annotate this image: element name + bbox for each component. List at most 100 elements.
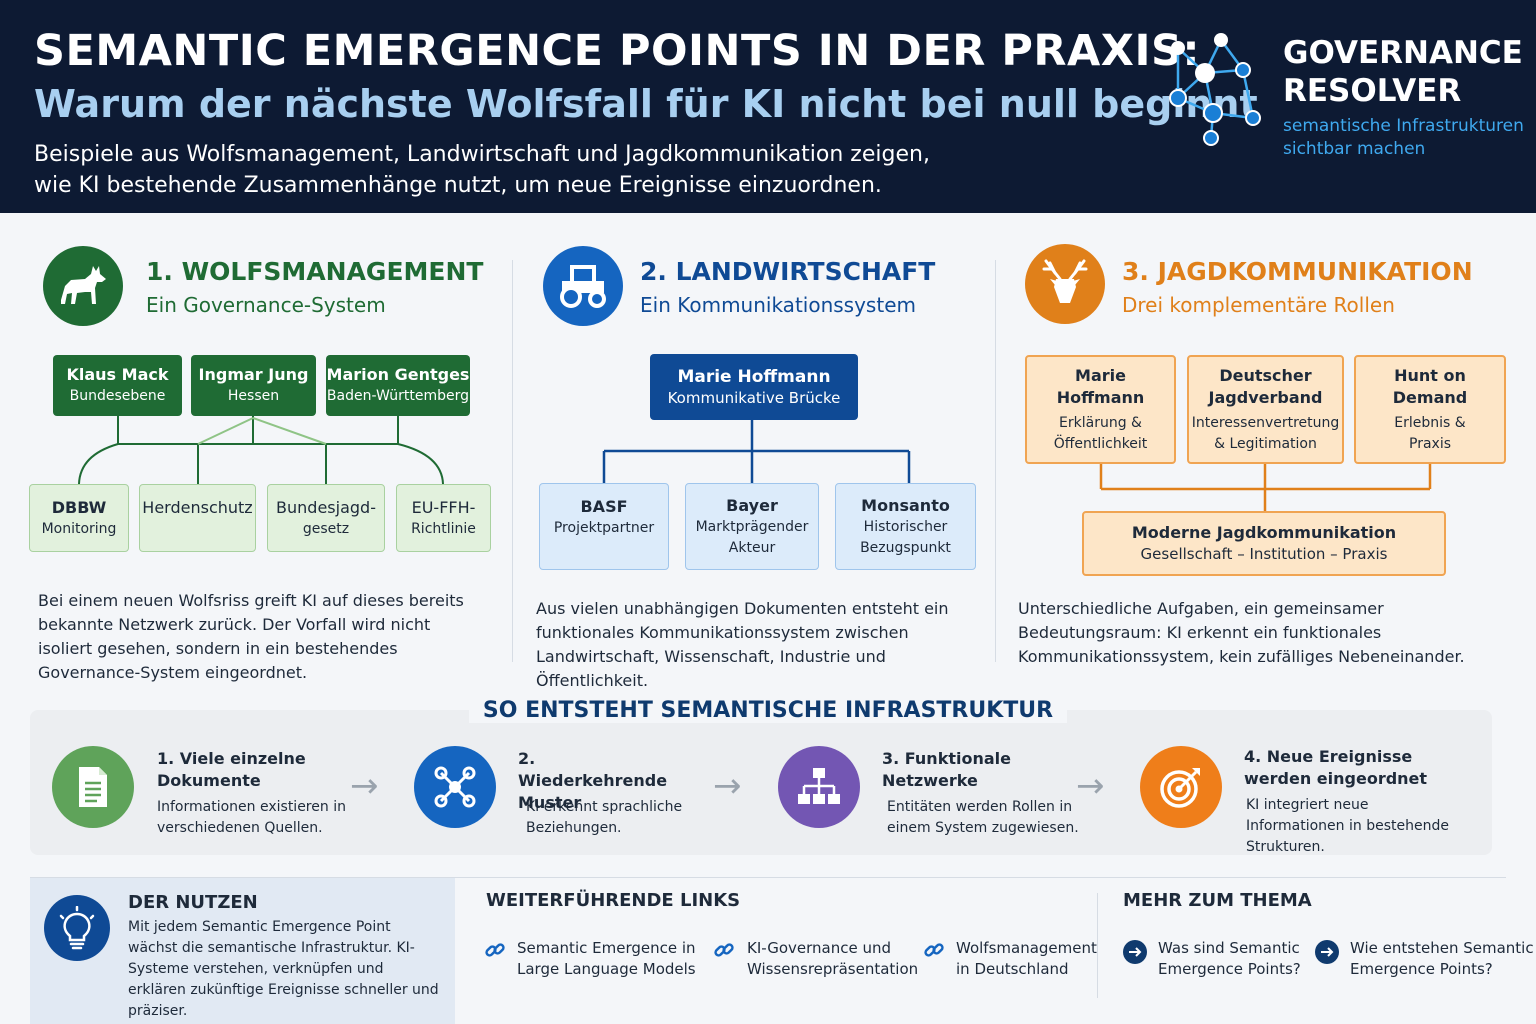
person-box: Marie Hoffmann Kommunikative Brücke: [650, 354, 858, 420]
entity-box: Herdenschutz: [139, 484, 256, 552]
entity-role: Monitoring: [41, 520, 117, 537]
person-role: Baden-Württemberg: [326, 388, 470, 404]
section-subtitle-hunt: Drei komplementäre Rollen: [1122, 293, 1395, 317]
entity-name: DBBW: [51, 497, 107, 517]
step-title: 3. Funktionale Netzwerke: [882, 749, 1011, 790]
entity-box: BASF Projektpartner: [539, 483, 669, 570]
role-box: Marie Hoffmann Erklärung & Öffentlichkei…: [1025, 355, 1176, 464]
person-box: Marion Gentges Baden-Württemberg: [326, 355, 470, 416]
column-divider: [512, 260, 513, 662]
deer-icon: [1025, 244, 1105, 324]
step-description: KI integriert neue Informationen in best…: [1246, 797, 1449, 855]
link-line: Wolfsmanagement: [956, 939, 1097, 957]
link-line: Wissensrepräsentation: [747, 960, 919, 978]
person-name: Marion Gentges: [326, 365, 470, 384]
arrow-right-icon: →: [1076, 766, 1105, 806]
role-description: Interessenvertretung & Legitimation: [1191, 414, 1340, 452]
link-ki-governance[interactable]: KI-Governance und Wissensrepräsentation: [747, 938, 918, 980]
brand-tag-line-1: semantische Infrastrukturen: [1283, 116, 1524, 136]
bottom-column-divider: [1097, 893, 1098, 998]
step-title: 1. Viele einzelne Dokumente: [157, 749, 306, 790]
section-text-farm: Aus vielen unabhängigen Dokumenten entst…: [536, 599, 949, 690]
role-description: Erklärung & Öffentlichkeit: [1053, 414, 1148, 452]
role-box: Hunt on Demand Erlebnis & Praxis: [1354, 355, 1506, 464]
benefit-text: Mit jedem Semantic Emergence Point wächs…: [128, 919, 439, 1019]
role-box: Deutscher Jagdverband Interessenvertretu…: [1187, 355, 1344, 464]
step-title: 2. Wiederkehrende Muster: [518, 749, 668, 812]
link-icon: [485, 943, 505, 957]
arrow-right-icon: →: [713, 766, 742, 806]
document-icon: [52, 746, 134, 828]
person-box: Klaus Mack Bundesebene: [53, 355, 182, 416]
process-title-text: SO ENTSTEHT SEMANTISCHE INFRASTRUKTUR: [468, 698, 1068, 723]
link-semantic-emergence[interactable]: Semantic Emergence in Large Language Mod…: [517, 938, 696, 980]
role-description: Erlebnis & Praxis: [1394, 414, 1466, 452]
section-subtitle-wolf: Ein Governance-System: [146, 293, 386, 317]
brand-tag-line-2: sichtbar machen: [1283, 139, 1426, 159]
brand-name: GOVERNANCE RESOLVER: [1283, 34, 1523, 110]
step-title: 4. Neue Ereignisse werden eingeordnet: [1244, 747, 1428, 788]
entity-role: gesetz: [302, 520, 350, 537]
column-divider: [995, 260, 996, 662]
role-name: Marie Hoffmann: [1056, 365, 1145, 407]
section-title-wolf: 1. WOLFSMANAGEMENT: [146, 257, 484, 286]
network-icon: [414, 746, 496, 828]
entity-name: Monsanto: [861, 495, 950, 515]
more-link-line: Wie entstehen Semantic: [1350, 939, 1534, 957]
brand-tagline: semantische Infrastrukturen sichtbar mac…: [1283, 115, 1533, 161]
process-title: SO ENTSTEHT SEMANTISCHE INFRASTRUKTUR: [0, 698, 1536, 723]
entity-box: Bayer Marktprägender Akteur: [685, 483, 819, 570]
entity-box: Bundesjagd- gesetz: [267, 484, 385, 552]
entity-name: Herdenschutz: [142, 498, 253, 517]
link-icon: [924, 943, 944, 957]
step-description: KI erkennt sprachliche Beziehungen.: [526, 799, 683, 836]
more-link-line: Emergence Points?: [1350, 960, 1493, 978]
entity-name: Bayer: [726, 495, 778, 515]
result-name: Moderne Jagdkommunikation: [1131, 523, 1397, 542]
more-link-line: Emergence Points?: [1158, 960, 1301, 978]
entity-box: EU-FFH- Richtlinie: [396, 484, 491, 552]
arrow-circle-icon: [1315, 940, 1339, 964]
description-line-1: Beispiele aus Wolfsmanagement, Landwirts…: [34, 142, 930, 167]
bottom-divider: [30, 877, 1506, 878]
link-wolfsmanagement[interactable]: Wolfsmanagement in Deutschland: [956, 938, 1097, 980]
arrow-circle-icon: [1123, 940, 1147, 964]
entity-role: Marktprägender Akteur: [695, 518, 809, 556]
section-title-hunt: 3. JAGDKOMMUNIKATION: [1122, 257, 1473, 286]
section-subtitle-farm: Ein Kommunikationssystem: [640, 293, 916, 317]
entity-box: DBBW Monitoring: [29, 484, 129, 552]
result-description: Gesellschaft – Institution – Praxis: [1140, 545, 1388, 563]
step-description: Entitäten werden Rollen in einem System …: [887, 799, 1079, 836]
person-role: Kommunikative Brücke: [667, 388, 841, 407]
person-name: Klaus Mack: [66, 365, 169, 384]
role-name: Hunt on Demand: [1392, 365, 1468, 407]
entity-name: Bundesjagd-: [276, 497, 376, 517]
tractor-icon: [543, 246, 623, 326]
entity-box: Monsanto Historischer Bezugspunkt: [835, 483, 976, 570]
link-line: Semantic Emergence in: [517, 939, 696, 957]
person-role: Bundesebene: [69, 388, 166, 404]
page-subtitle: Warum der nächste Wolfsfall für KI nicht…: [34, 82, 1258, 126]
link-line: in Deutschland: [956, 960, 1069, 978]
entity-role: Historischer Bezugspunkt: [860, 518, 951, 556]
brand-line-2: RESOLVER: [1283, 73, 1462, 109]
lightbulb-icon: [44, 895, 110, 961]
section-title-farm: 2. LANDWIRTSCHAFT: [640, 257, 936, 286]
description-line-2: wie KI bestehende Zusammenhänge nutzt, u…: [34, 173, 882, 198]
benefit-panel: [30, 878, 455, 1024]
entity-role: Projektpartner: [553, 520, 655, 536]
more-link-what-are[interactable]: Was sind Semantic Emergence Points?: [1158, 938, 1301, 980]
role-name: Deutscher Jagdverband: [1208, 365, 1323, 407]
process-panel: [30, 710, 1492, 855]
more-link-line: Was sind Semantic: [1158, 939, 1300, 957]
result-box: Moderne Jagdkommunikation Gesellschaft –…: [1082, 511, 1446, 576]
link-icon: [714, 943, 734, 957]
step-description: Informationen existieren in verschiedene…: [157, 799, 346, 836]
entity-role: Richtlinie: [411, 520, 476, 537]
more-link-how-emerge[interactable]: Wie entstehen Semantic Emergence Points?: [1350, 938, 1534, 980]
page-description: Beispiele aus Wolfsmanagement, Landwirts…: [34, 139, 994, 201]
benefit-title: DER NUTZEN: [128, 892, 258, 913]
header: SEMANTIC EMERGENCE POINTS IN DER PRAXIS:…: [0, 0, 1536, 213]
section-text-hunt: Unterschiedliche Aufgaben, ein gemeinsam…: [1018, 599, 1465, 666]
